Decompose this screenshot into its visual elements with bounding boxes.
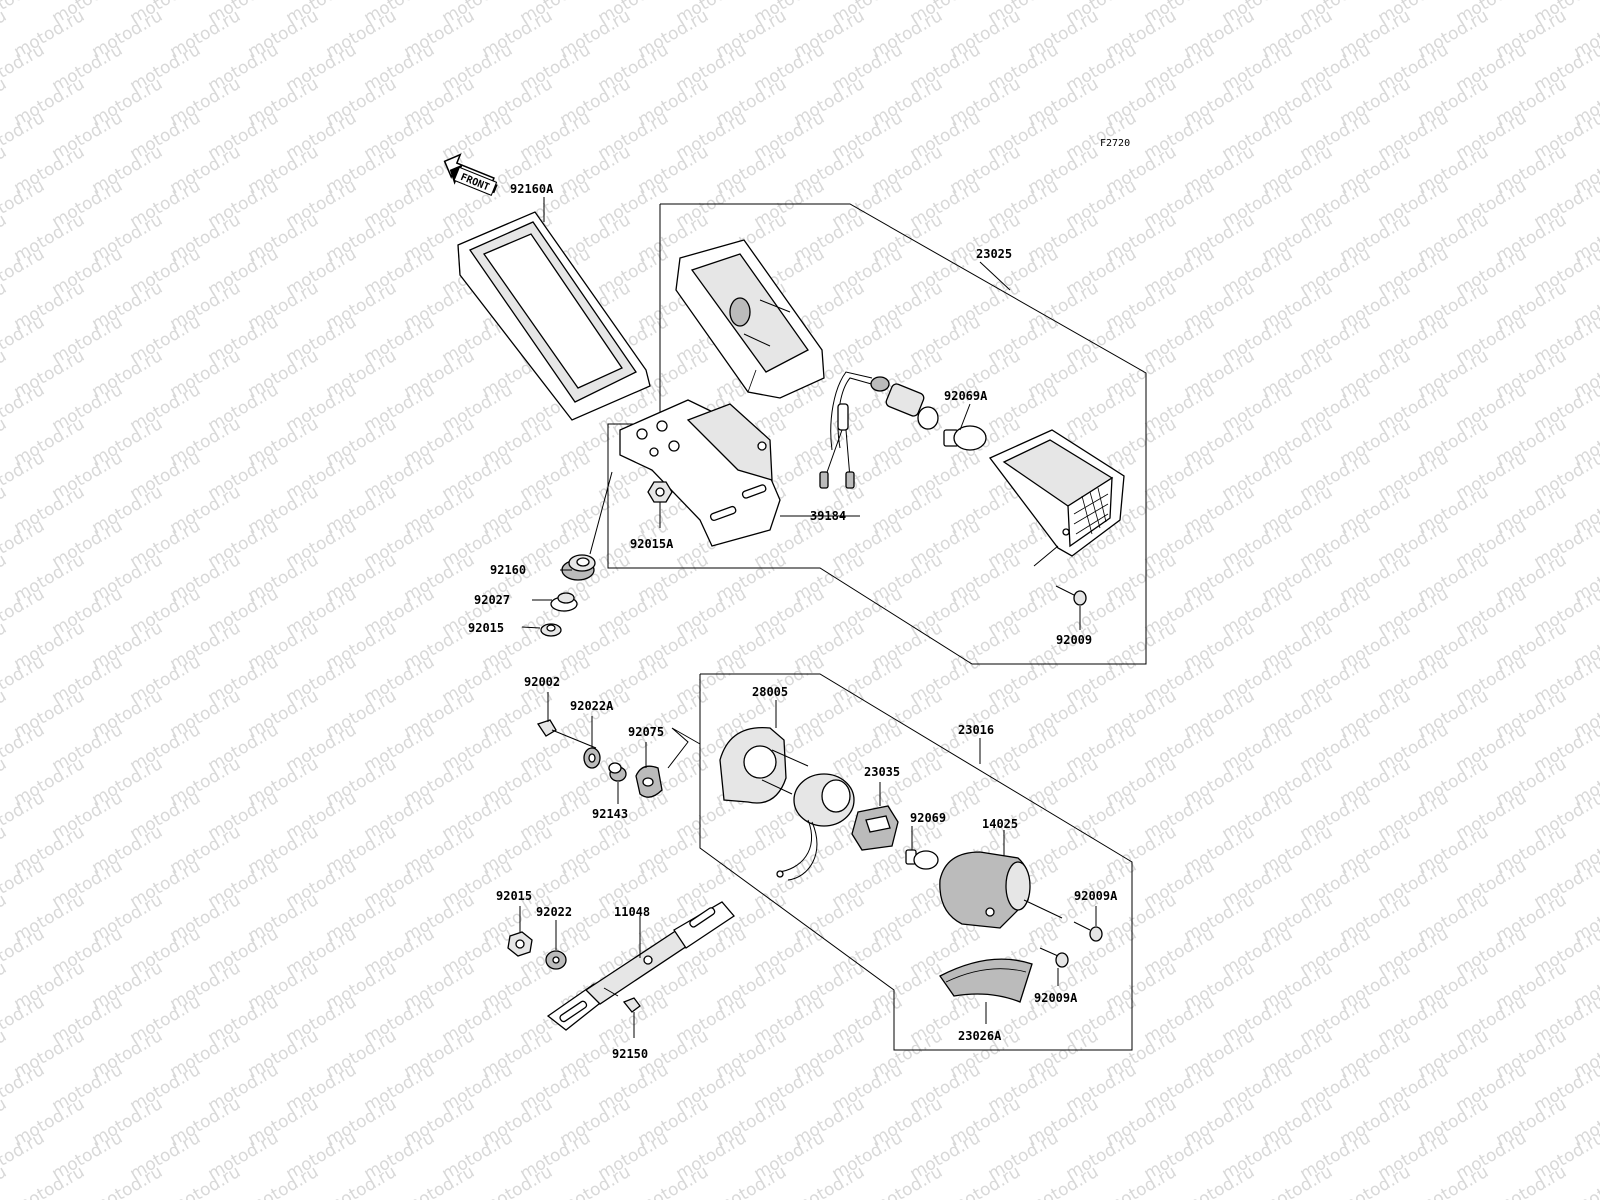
label-92160: 92160 xyxy=(490,563,526,577)
watermark-text: motod.ru xyxy=(0,686,10,742)
nut-92015A xyxy=(647,481,673,503)
watermark-text: motod.ru xyxy=(49,1196,127,1200)
label-92022: 92022 xyxy=(536,905,572,919)
label-92160A: 92160A xyxy=(510,182,554,196)
watermark-text: motod.ru xyxy=(0,74,10,130)
label-92022A: 92022A xyxy=(570,699,614,713)
watermark-text: motod.ru xyxy=(361,1196,439,1200)
label-92015A: 92015A xyxy=(630,537,674,551)
watermark-text: motod.ru xyxy=(517,1196,595,1200)
label-92002: 92002 xyxy=(524,675,560,689)
label-28005: 28005 xyxy=(752,685,788,699)
watermark-text: motod.ru xyxy=(0,482,10,538)
watermark-text: motod.ru xyxy=(0,142,10,198)
screw-92009A-right xyxy=(1073,921,1103,942)
label-92009: 92009 xyxy=(1056,633,1092,647)
watermark-text: motod.ru xyxy=(1297,1196,1375,1200)
watermark-text: motod.ru xyxy=(1141,1196,1219,1200)
watermark-text: motod.ru xyxy=(0,822,10,878)
watermark-text: motod.ru xyxy=(985,1196,1063,1200)
watermark-text: motod.ru xyxy=(0,6,10,62)
label-92150: 92150 xyxy=(612,1047,648,1061)
watermark-text: motod.ru xyxy=(1571,1162,1600,1200)
watermark-text: motod.ru xyxy=(0,278,10,334)
washer-92022A xyxy=(583,747,601,769)
watermark-text: motod.ru xyxy=(283,1196,361,1200)
watermark-text: motod.ru xyxy=(907,1196,985,1200)
label-23025: 23025 xyxy=(976,247,1012,261)
nut-92015-bottom xyxy=(507,931,533,957)
watermark-text: motod.ru xyxy=(0,210,10,266)
label-92027: 92027 xyxy=(474,593,510,607)
watermark-text: motod.ru xyxy=(1219,1196,1297,1200)
watermark-text: motod.ru xyxy=(829,1196,907,1200)
watermark-text: motod.ru xyxy=(673,1196,751,1200)
socket-23035 xyxy=(851,805,899,851)
watermark-text: motod.ru xyxy=(0,346,10,402)
bolt-92150 xyxy=(603,987,641,1013)
label-23026A: 23026A xyxy=(958,1029,1002,1043)
watermark-text: motod.ru xyxy=(439,1196,517,1200)
watermark-text: motod.ru xyxy=(127,1196,205,1200)
label-23016: 23016 xyxy=(958,723,994,737)
watermark-text: motod.ru xyxy=(0,754,10,810)
watermark-text: motod.ru xyxy=(0,1026,10,1082)
nut-92015-top xyxy=(540,623,562,637)
label-39184: 39184 xyxy=(810,509,846,523)
watermark-text: motod.ru xyxy=(1063,1196,1141,1200)
label-92069A: 92069A xyxy=(944,389,988,403)
grommet-92075 xyxy=(635,765,663,798)
washer-92022 xyxy=(545,950,567,970)
label-92069: 92069 xyxy=(910,811,946,825)
label-11048: 11048 xyxy=(614,905,650,919)
label-92015-top: 92015 xyxy=(468,621,504,635)
watermark-text: motod.ru xyxy=(205,1196,283,1200)
label-92143: 92143 xyxy=(592,807,628,821)
watermark-text: motod.ru xyxy=(0,414,10,470)
label-92075: 92075 xyxy=(628,725,664,739)
watermark-text: motod.ru xyxy=(1453,1196,1531,1200)
label-92015-bottom: 92015 xyxy=(496,889,532,903)
label-23035: 23035 xyxy=(864,765,900,779)
watermark-text: motod.ru xyxy=(1375,1196,1453,1200)
collar-92027 xyxy=(550,592,578,612)
watermark-text: motod.ru xyxy=(0,618,10,674)
bulb-92069A xyxy=(943,425,987,451)
watermark-text: motod.ru xyxy=(0,958,10,1014)
label-92009A-lower: 92009A xyxy=(1034,991,1078,1005)
label-14025: 14025 xyxy=(982,817,1018,831)
label-92009A-right: 92009A xyxy=(1074,889,1118,903)
bulb-92069 xyxy=(905,849,939,870)
watermark-text: motod.ru xyxy=(595,1196,673,1200)
grommet-92160 xyxy=(561,554,596,581)
watermark-text: motod.ru xyxy=(0,890,10,946)
lens-14025 xyxy=(939,851,1031,929)
watermark-text: motod.ru xyxy=(751,1196,829,1200)
watermark-text: motod.ru xyxy=(0,1094,10,1150)
figure-code: F2720 xyxy=(1100,138,1130,149)
watermark-text: motod.ru xyxy=(0,550,10,606)
